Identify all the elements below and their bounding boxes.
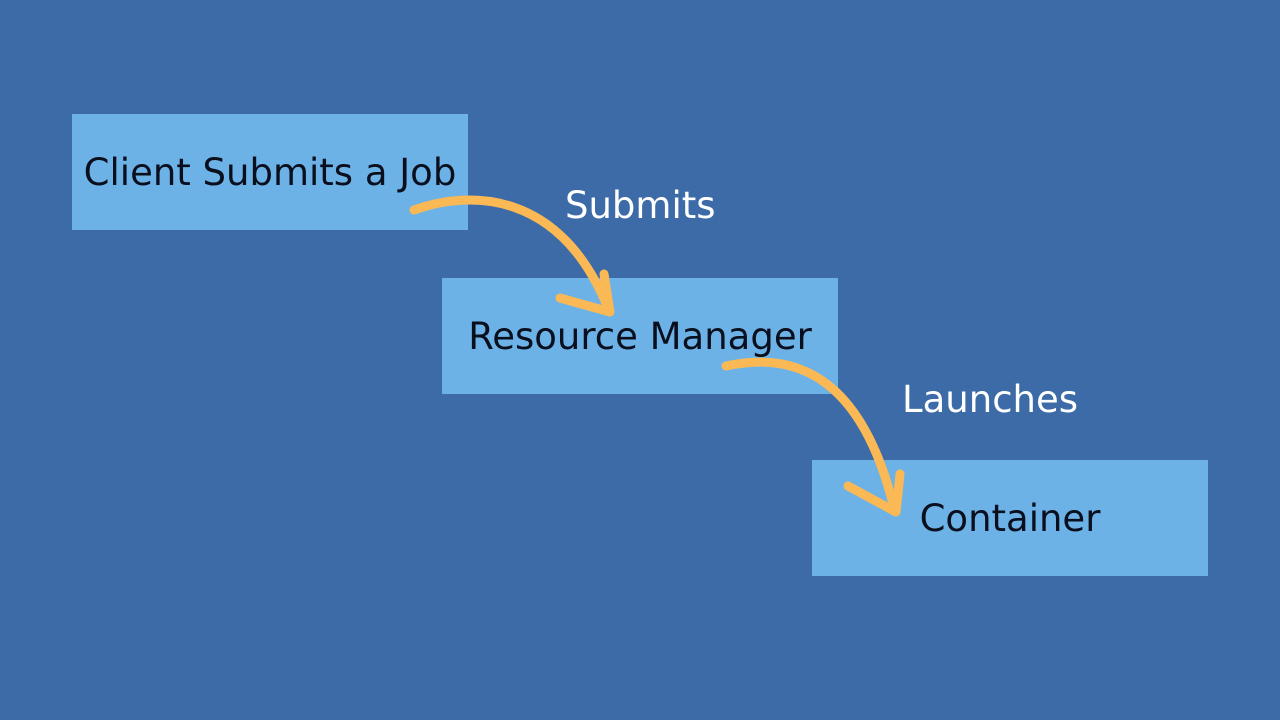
node-label: Client Submits a Job [83, 150, 457, 194]
node-resource-manager: Resource Manager [442, 278, 838, 394]
node-client-submits-job: Client Submits a Job [72, 114, 468, 230]
node-label: Resource Manager [468, 314, 812, 358]
node-container: Container [812, 460, 1208, 576]
edge-label-launches: Launches [902, 378, 1079, 421]
edge-label-submits: Submits [565, 184, 716, 227]
node-label: Container [919, 496, 1101, 540]
